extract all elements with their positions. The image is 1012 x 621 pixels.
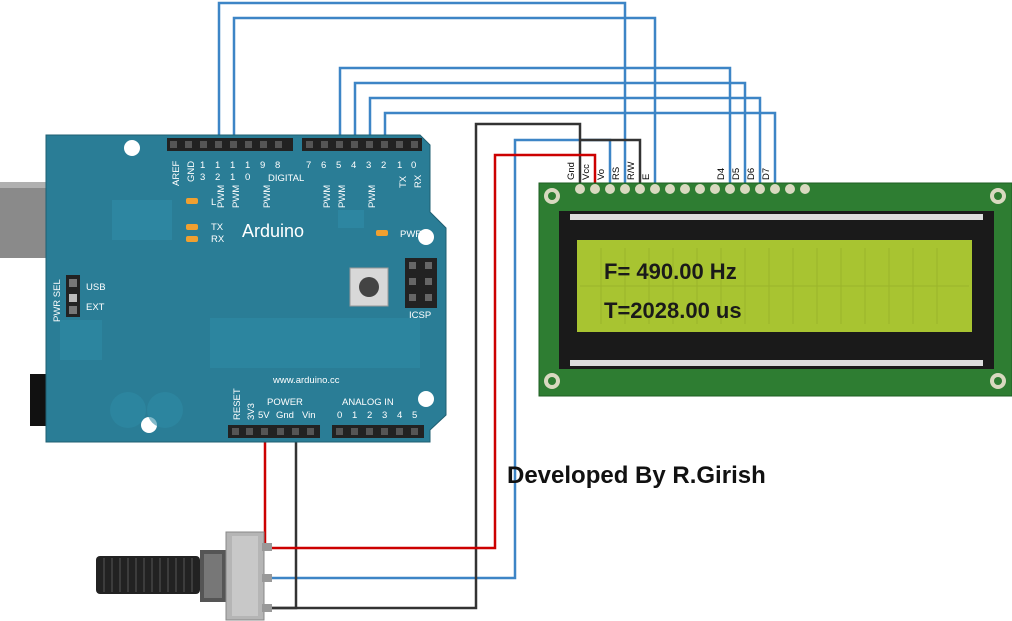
board-url: www.arduino.cc bbox=[272, 375, 340, 386]
potentiometer bbox=[96, 531, 272, 621]
label-pin-11: 1 bbox=[230, 160, 235, 171]
label-pwm-10: PWM bbox=[231, 185, 242, 208]
svg-text:2: 2 bbox=[215, 172, 220, 183]
svg-text:EXT: EXT bbox=[86, 302, 105, 313]
data-wires bbox=[217, 1, 777, 580]
power-wires bbox=[263, 153, 597, 550]
wire-e bbox=[232, 16, 657, 185]
wire-rs bbox=[217, 1, 627, 185]
label-pin-1: 1 bbox=[397, 160, 402, 171]
label-aref: AREF bbox=[171, 160, 182, 186]
lcd-pin-d7: D7 bbox=[761, 168, 772, 180]
svg-text:L: L bbox=[211, 197, 216, 208]
label-rx-pin: RX bbox=[413, 174, 424, 188]
label-pin-2: 2 bbox=[381, 160, 386, 171]
label-pin-10: 1 bbox=[245, 160, 250, 171]
label-pin-13: 1 bbox=[200, 160, 205, 171]
arduino-board: AREF GND 1 3 1 2 1 1 1 0 9 8 DIGITAL 7 6… bbox=[0, 134, 447, 443]
svg-text:USB: USB bbox=[86, 282, 106, 293]
label-gnd: Gnd bbox=[276, 410, 294, 421]
lcd-pin-d6: D6 bbox=[746, 168, 757, 180]
lcd-pin-holes bbox=[575, 184, 810, 194]
led-pwr bbox=[376, 230, 388, 236]
label-digital: DIGITAL bbox=[268, 173, 304, 184]
wire-5v bbox=[263, 153, 597, 550]
label-pin-0: 0 bbox=[411, 160, 416, 171]
label-pwm-5: PWM bbox=[337, 185, 348, 208]
analog-header bbox=[332, 425, 424, 438]
ground-wires bbox=[265, 122, 642, 610]
lcd-pin-vo: Vo bbox=[596, 169, 607, 180]
svg-text:RX: RX bbox=[211, 234, 225, 245]
label-gnd-top: GND bbox=[186, 161, 197, 182]
svg-text:1: 1 bbox=[352, 410, 357, 421]
lcd-pin-vcc: Vcc bbox=[581, 164, 592, 180]
label-pin-6: 6 bbox=[321, 160, 326, 171]
label-pwr-sel: PWR SEL bbox=[52, 279, 63, 322]
wire-d5 bbox=[353, 81, 747, 185]
power-header bbox=[228, 425, 320, 438]
led-rx bbox=[186, 236, 198, 242]
label-pin-12: 1 bbox=[215, 160, 220, 171]
svg-text:0: 0 bbox=[245, 172, 250, 183]
svg-text:1: 1 bbox=[230, 172, 235, 183]
label-icsp: ICSP bbox=[409, 310, 431, 321]
lcd-pin-gnd: Gnd bbox=[566, 162, 577, 180]
label-reset: RESET bbox=[232, 388, 243, 420]
label-pin-5: 5 bbox=[336, 160, 341, 171]
led-tx bbox=[186, 224, 198, 230]
label-pwm-11: PWM bbox=[216, 185, 227, 208]
lcd-pin-d5: D5 bbox=[731, 168, 742, 180]
svg-text:3: 3 bbox=[200, 172, 205, 183]
label-tx-pin: TX bbox=[398, 175, 409, 188]
label-pwm-6: PWM bbox=[322, 185, 333, 208]
label-pin-9: 9 bbox=[260, 160, 265, 171]
wire-lcd-gnd bbox=[265, 122, 582, 610]
led-l bbox=[186, 198, 198, 204]
svg-text:TX: TX bbox=[211, 222, 224, 233]
wire-rw-gnd bbox=[580, 138, 642, 185]
label-analog-in: ANALOG IN bbox=[342, 397, 394, 408]
wire-d4 bbox=[338, 66, 732, 185]
label-power: POWER bbox=[267, 397, 303, 408]
label-3v3: 3V3 bbox=[246, 403, 257, 420]
lcd-char-grid bbox=[580, 248, 969, 324]
svg-text:0: 0 bbox=[337, 410, 342, 421]
digital-header-right bbox=[302, 138, 422, 151]
pot-knob bbox=[96, 556, 200, 594]
label-pwm-9: PWM bbox=[262, 185, 273, 208]
label-pin-8: 8 bbox=[275, 160, 280, 171]
label-pwm-3: PWM bbox=[367, 185, 378, 208]
lcd-pin-e: E bbox=[641, 174, 652, 180]
wire-d7 bbox=[383, 111, 777, 185]
lcd-module: F= 490.00 Hz T=2028.00 us Gnd Vcc Vo RS … bbox=[538, 162, 1012, 397]
wire-d6 bbox=[368, 96, 762, 185]
svg-text:4: 4 bbox=[397, 410, 402, 421]
label-pin-3: 3 bbox=[366, 160, 371, 171]
label-pin-4: 4 bbox=[351, 160, 356, 171]
lcd-pin-rw: R/W bbox=[626, 162, 637, 181]
credit-text: Developed By R.Girish bbox=[507, 462, 766, 489]
lcd-pin-d4: D4 bbox=[716, 168, 727, 180]
wire-board-gnd bbox=[270, 432, 298, 610]
lcd-pin-rs: RS bbox=[611, 167, 622, 180]
lcd-line-2: T=2028.00 us bbox=[604, 298, 742, 323]
label-vin: Vin bbox=[302, 410, 316, 421]
label-5v: 5V bbox=[258, 410, 270, 421]
svg-text:3: 3 bbox=[382, 410, 387, 421]
lcd-line-1: F= 490.00 Hz bbox=[604, 259, 737, 284]
label-pin-7: 7 bbox=[306, 160, 311, 171]
svg-text:5: 5 bbox=[412, 410, 417, 421]
board-name: Arduino bbox=[242, 221, 304, 241]
svg-text:PWR: PWR bbox=[400, 229, 422, 240]
wire-vo bbox=[265, 138, 612, 580]
svg-text:2: 2 bbox=[367, 410, 372, 421]
